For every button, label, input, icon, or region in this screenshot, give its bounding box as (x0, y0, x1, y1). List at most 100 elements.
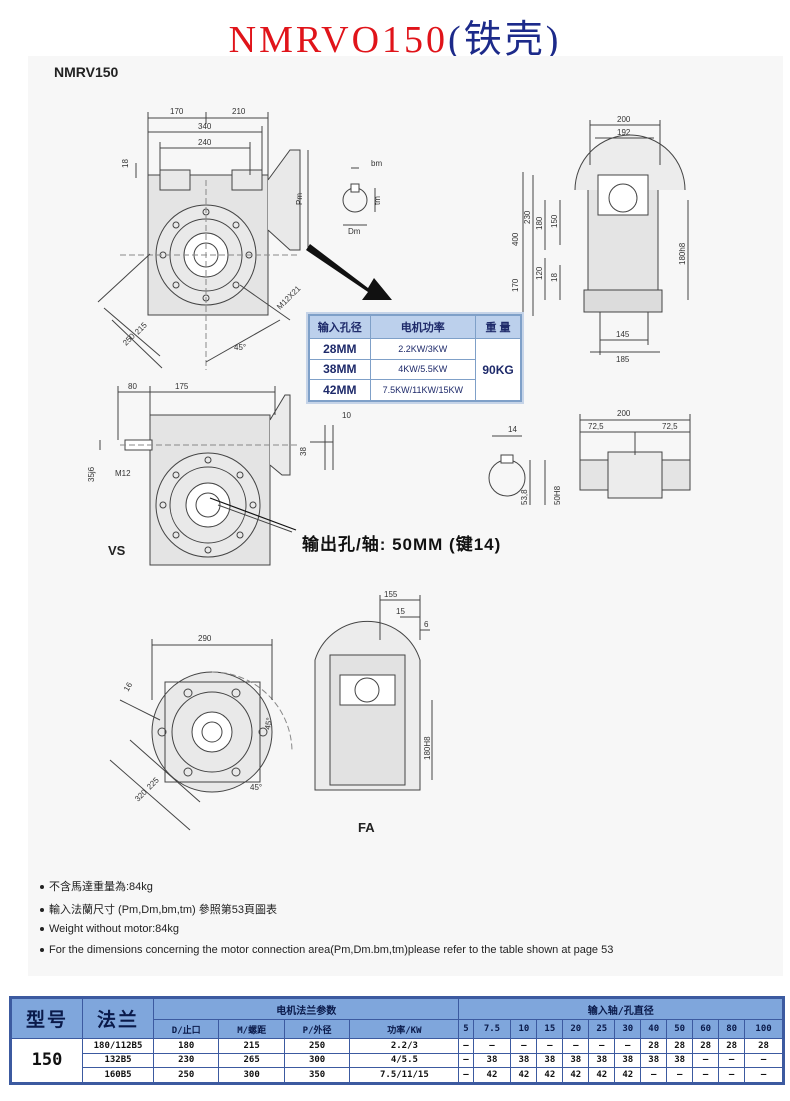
spec-cell: — (692, 1067, 720, 1083)
spec-header-dia: 30 (614, 1019, 642, 1039)
dim-label: bm (371, 159, 382, 168)
spec-header-dia: 80 (718, 1019, 746, 1039)
dim-label: M12X21 (275, 284, 303, 312)
dim-label: 175 (175, 382, 189, 391)
spec-cell: 300 (283, 1052, 351, 1069)
spec-cell: 38 (472, 1052, 512, 1069)
note-text: For the dimensions concerning the motor … (49, 944, 614, 956)
power-bore: 28MM (309, 338, 371, 360)
spec-cell: — (744, 1052, 783, 1069)
spec-cell: 38 (640, 1052, 668, 1069)
dim-label: Pm (295, 193, 304, 205)
dim-label: 145 (616, 330, 630, 339)
dim-label: 340 (198, 122, 212, 131)
dim-label: 35j6 (87, 466, 96, 482)
spec-header-input-group: 输入轴/孔直径 (458, 997, 783, 1021)
dim-label: 15 (396, 607, 405, 616)
dim-label: 38 (299, 447, 308, 456)
spec-header-dia: 5 (458, 1019, 474, 1039)
power-value: 2.2KW/3KW (369, 338, 477, 360)
spec-cell: 42 (472, 1067, 512, 1083)
spec-cell: — (536, 1037, 564, 1054)
dim-label: 50H8 (553, 485, 562, 505)
dim-label: 120 (535, 266, 544, 280)
dim-label: 240 (198, 138, 212, 147)
spec-header-d: D/止口 (152, 1019, 220, 1039)
spec-header-model: 型号 (11, 998, 83, 1039)
dim-label: 72,5 (588, 422, 604, 431)
spec-header-dia: 25 (588, 1019, 616, 1039)
power-value: 4KW/5.5KW (369, 358, 477, 381)
dim-label: 180H8 (423, 736, 432, 760)
power-weight: 90KG (475, 338, 521, 401)
power-header-bore: 输入孔径 (309, 315, 371, 339)
spec-flange: 180/112B5 (82, 1037, 154, 1054)
dim-label: Dm (348, 227, 361, 236)
dim-label: 10 (342, 411, 351, 420)
note-item: Weight without motor:84kg (40, 923, 179, 935)
spec-cell: 4/5.5 (349, 1052, 460, 1069)
dim-label: 18 (121, 159, 130, 168)
spec-cell: 28 (666, 1037, 694, 1054)
spec-cell: 28 (640, 1037, 668, 1054)
spec-cell: 28 (718, 1037, 746, 1054)
power-header-power: 电机功率 (369, 315, 477, 339)
dim-label: 45° (250, 783, 262, 792)
spec-header-dia: 40 (640, 1019, 668, 1039)
spec-cell: 38 (666, 1052, 694, 1069)
spec-cell: — (510, 1037, 538, 1054)
spec-cell: 28 (692, 1037, 720, 1054)
dim-label: 215 (133, 320, 149, 336)
spec-cell: — (718, 1052, 746, 1069)
power-value: 7.5KW/11KW/15KW (369, 379, 477, 401)
spec-header-dia: 20 (562, 1019, 590, 1039)
dim-label: 16 (122, 680, 135, 693)
spec-cell: 250 (152, 1067, 220, 1083)
spec-header-dia: 15 (536, 1019, 564, 1039)
dim-label: 53,8 (520, 489, 529, 505)
dim-label: 170 (170, 107, 184, 116)
note-item: 不含馬達重量為:84kg (40, 878, 153, 894)
note-text: Weight without motor:84kg (49, 923, 180, 935)
dim-label: 210 (232, 107, 246, 116)
bullet-icon (40, 948, 44, 953)
spec-cell: 38 (510, 1052, 538, 1069)
spec-cell: — (472, 1037, 512, 1054)
spec-cell: 28 (744, 1037, 783, 1054)
power-bore: 42MM (309, 379, 371, 401)
spec-cell: 42 (536, 1067, 564, 1083)
table-row: 160B5 250 300 350 7.5/11/15 — 42 42 42 4… (12, 1067, 783, 1083)
dim-label: 180 (535, 216, 544, 230)
spec-flange: 160B5 (82, 1067, 154, 1083)
model-label: NMRV150 (54, 64, 119, 80)
dim-label: M12 (115, 469, 131, 478)
power-bore: 38MM (309, 358, 371, 381)
spec-model: 150 (11, 1037, 83, 1084)
note-item: For the dimensions concerning the motor … (40, 944, 613, 956)
spec-header-dia: 7.5 (472, 1019, 512, 1039)
dim-label: 72,5 (662, 422, 678, 431)
dim-label: 45° (263, 717, 274, 730)
spec-flange: 132B5 (82, 1052, 154, 1069)
dim-label: 170 (511, 278, 520, 292)
spec-cell: 250 (283, 1037, 351, 1054)
spec-cell: — (666, 1067, 694, 1083)
spec-cell: 350 (283, 1067, 351, 1083)
callout-arrow-icon (306, 244, 392, 300)
dim-label: 230 (523, 210, 532, 224)
bullet-icon (40, 885, 44, 890)
spec-cell: 42 (614, 1067, 642, 1083)
spec-cell: 7.5/11/15 (349, 1067, 460, 1083)
dim-label: 18 (550, 273, 559, 282)
dim-label: 14 (508, 425, 517, 434)
spec-cell: 215 (218, 1037, 285, 1054)
output-bore-callout: 输出孔/轴: 50MM (键14) (302, 535, 502, 554)
view-label-fa: FA (358, 820, 375, 835)
spec-cell: — (458, 1067, 474, 1083)
spec-cell: — (458, 1037, 474, 1054)
spec-table: 型号 法兰 电机法兰参数 输入轴/孔直径 D/止口 M/螺距 P/外径 功率/K… (9, 996, 785, 1085)
title-main: NMRVO150 (228, 19, 449, 61)
spec-cell: 42 (562, 1067, 590, 1083)
view-label-vs: VS (108, 543, 126, 558)
dim-label: 200 (617, 115, 631, 124)
